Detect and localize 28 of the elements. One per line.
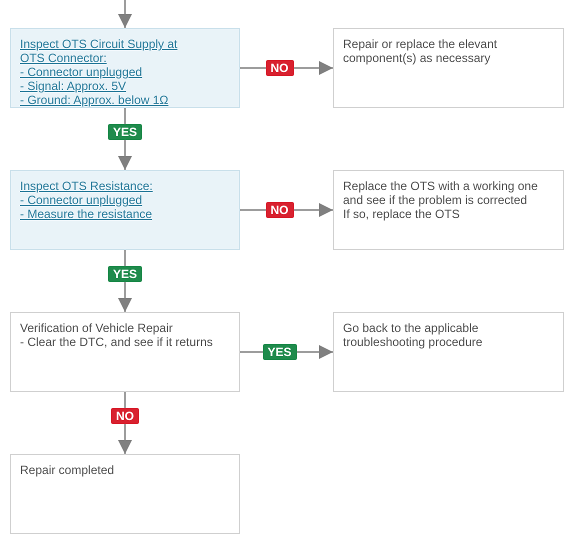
process-box — [333, 28, 564, 108]
process-box — [10, 28, 240, 108]
node-text: Replace the OTS with a working one and see if the problem is corrected — [343, 179, 539, 207]
node-text: Go back to the applicable troubleshooting procedure — [343, 321, 484, 349]
link-text: - Connector unplugged — [20, 65, 144, 79]
process-box — [333, 170, 564, 250]
node-text: Repair completed — [20, 463, 116, 477]
link-text: - Signal: Approx. 5V — [20, 79, 128, 93]
link-text: Inspect OTS Circuit Supply at OTS Connector: — [20, 37, 178, 65]
process-box — [10, 312, 240, 392]
edge-label: NO — [266, 60, 294, 76]
node-text: - Clear the DTC, and see if it returns — [20, 335, 214, 349]
link-text: - Measure the resistance — [20, 207, 154, 221]
process-box — [333, 312, 564, 392]
edge-label: NO — [111, 408, 139, 424]
process-box — [10, 454, 240, 534]
node-text: Verification of Vehicle Repair — [20, 321, 174, 335]
edge-label: YES — [108, 124, 142, 140]
node-text: If so, replace the OTS — [343, 207, 461, 221]
edge-label: YES — [108, 266, 142, 282]
link-text: - Ground: Approx. below 1Ω — [20, 93, 170, 107]
link-text: - Connector unplugged — [20, 193, 144, 207]
arrow — [118, 0, 132, 28]
edge-label: NO — [266, 202, 294, 218]
edge-label: YES — [262, 344, 296, 360]
node-text: Repair or replace the elevant component(s) as necessary — [343, 37, 498, 65]
process-box — [10, 170, 240, 250]
link-text: Inspect OTS Resistance: — [20, 179, 154, 193]
